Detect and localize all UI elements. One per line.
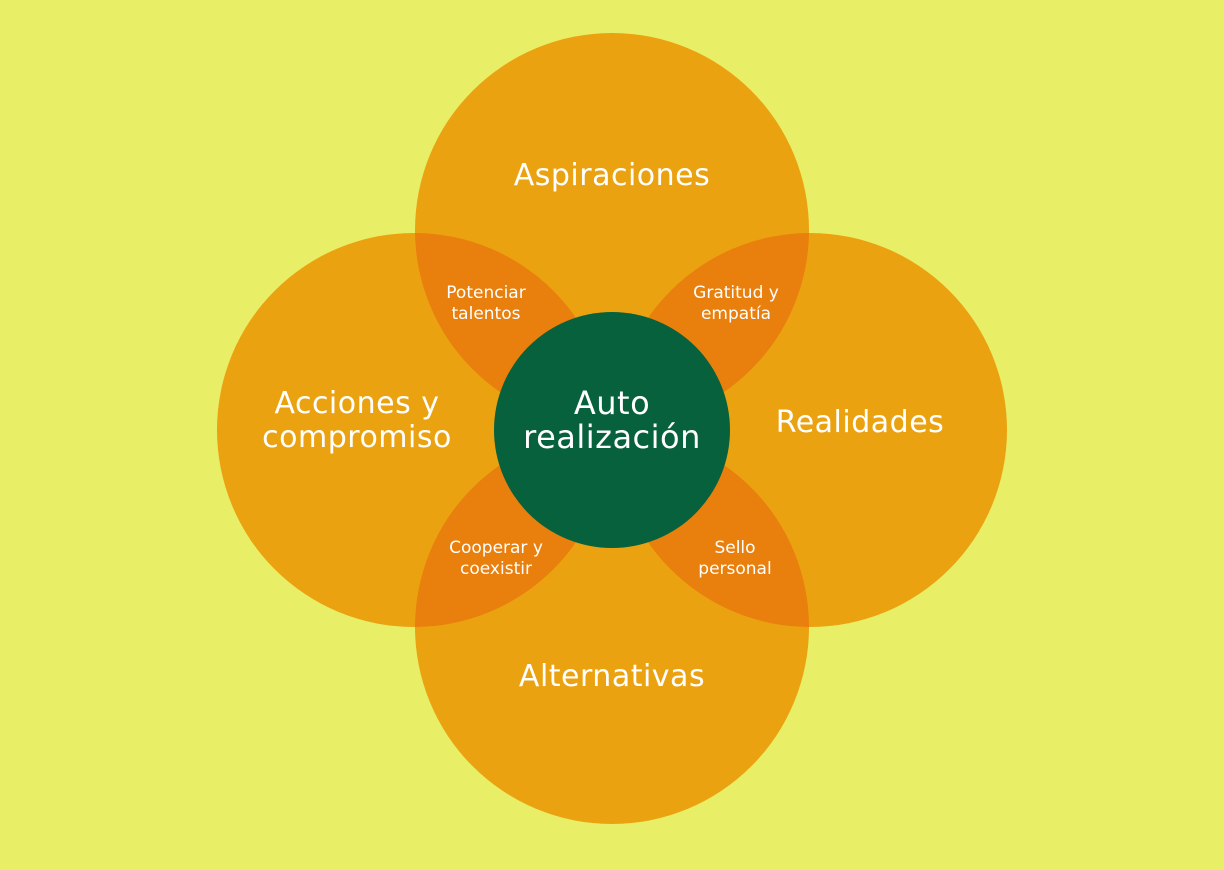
label-cooperar-line1: Cooperar y: [449, 538, 543, 558]
label-potenciar-line2: talentos: [451, 304, 521, 324]
label-auto-line2: realización: [523, 418, 701, 456]
overlap-bottom-right: [613, 430, 809, 627]
label-alternativas: Alternativas: [518, 659, 706, 694]
label-cooperar-line2: coexistir: [460, 559, 532, 579]
label-sello-line2: personal: [698, 559, 772, 579]
label-potenciar-line1: Potenciar: [446, 283, 526, 303]
label-realidades: Realidades: [775, 405, 945, 440]
label-gratitud-empatia: Gratitud y empatía: [693, 283, 779, 325]
label-gratitud-line2: empatía: [700, 304, 772, 324]
label-cooperar-coexistir: Cooperar y coexistir: [449, 538, 543, 580]
label-sello-personal: Sello personal: [698, 538, 771, 580]
label-sello-line1: Sello: [714, 538, 756, 558]
label-acciones-compromiso: Acciones y compromiso: [262, 387, 452, 455]
label-potenciar-talentos: Potenciar talentos: [446, 283, 525, 325]
overlap-regions: [415, 233, 809, 627]
overlap-top-right: [613, 233, 809, 427]
label-autorealizacion: Auto realización: [523, 386, 701, 454]
label-aspiraciones: Aspiraciones: [513, 158, 711, 193]
overlap-bottom-left: [415, 430, 611, 627]
overlap-top-left: [415, 233, 611, 427]
label-acciones-line1: Acciones y: [274, 386, 440, 421]
center-circle: [494, 312, 730, 548]
label-auto-line1: Auto: [573, 384, 651, 422]
label-gratitud-line1: Gratitud y: [693, 283, 779, 303]
label-acciones-line2: compromiso: [262, 420, 452, 455]
